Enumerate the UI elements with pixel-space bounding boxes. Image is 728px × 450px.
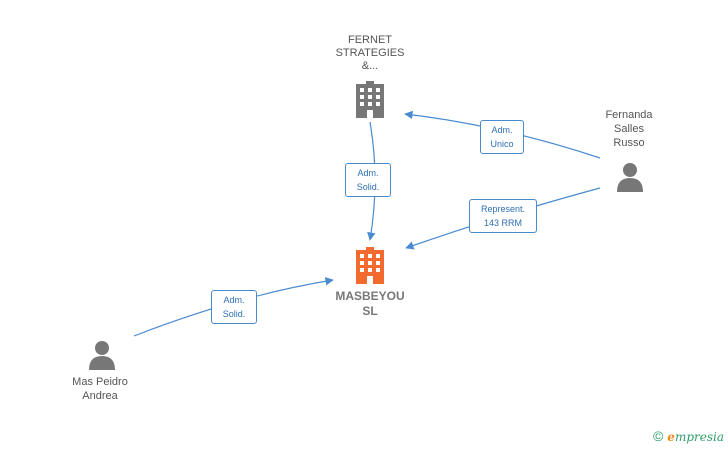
node-label-mas-peidro[interactable]: Mas Peidro Andrea	[72, 376, 128, 402]
node-label-fernanda[interactable]: Fernanda Salles Russo	[605, 109, 653, 149]
person-icon[interactable]	[89, 341, 115, 370]
person-icon[interactable]	[617, 163, 643, 192]
edge-label-represent: Represent. 143 RRM	[469, 199, 537, 233]
copyright-icon: ©	[652, 428, 664, 444]
node-label-masbeyou[interactable]: MASBEYOU SL	[335, 289, 405, 318]
building-icon-main[interactable]	[356, 247, 384, 284]
building-icon[interactable]	[356, 81, 384, 118]
empresia-logo: ©empresia	[652, 428, 724, 444]
edge-label-adm-unico: Adm. Unico	[480, 120, 524, 154]
edge-label-adm-solid-maspeidro: Adm. Solid.	[211, 290, 257, 324]
edge-label-adm-solid-fernet: Adm. Solid.	[345, 163, 391, 197]
node-label-fernet[interactable]: FERNET STRATEGIES &...	[335, 34, 405, 72]
